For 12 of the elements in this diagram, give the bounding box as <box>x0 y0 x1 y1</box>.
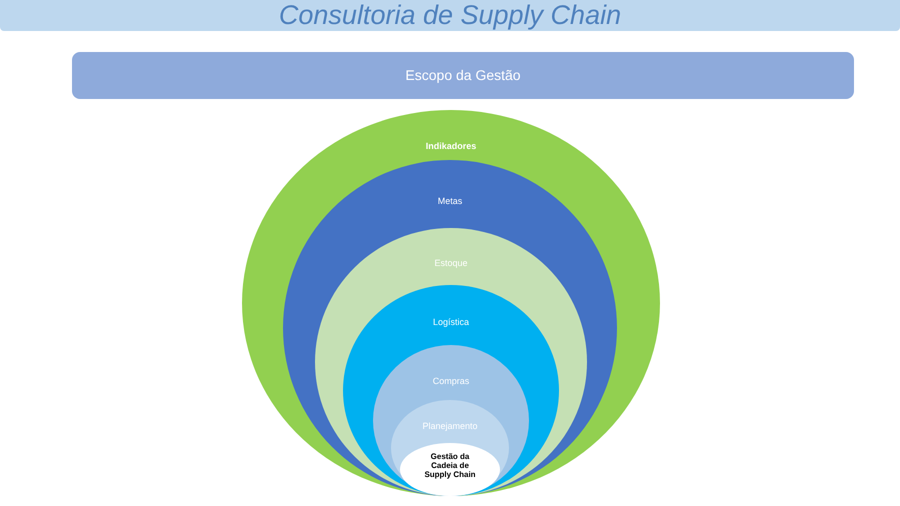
nested-circle <box>400 443 500 496</box>
page-title: Consultoria de Supply Chain <box>278 2 622 29</box>
nested-circle <box>391 400 509 496</box>
circle-label: Gestão da Cadeia de Supply Chain <box>423 452 477 480</box>
circle-label: Compras <box>432 375 470 388</box>
circle-label: Escopo da Gestão <box>405 66 521 85</box>
header-bar <box>72 52 854 99</box>
circle-label: Estoque <box>434 257 468 270</box>
circle-label: Planejamento <box>422 420 478 433</box>
circle-label: Logística <box>432 316 470 329</box>
circle-label: Indikadores <box>426 140 476 153</box>
circle-label: Metas <box>438 195 462 208</box>
